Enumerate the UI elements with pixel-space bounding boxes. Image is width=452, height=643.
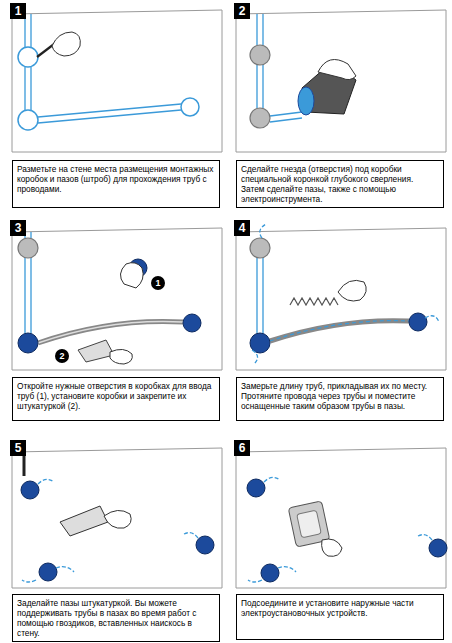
box-hole [250, 108, 270, 128]
trowel [78, 340, 114, 362]
mounting-box [261, 564, 279, 582]
caption-box: Откройте нужные отверстия в коробках для… [12, 377, 220, 421]
mounting-box [409, 313, 427, 331]
caption-box-text: Откройте нужные отверстия в коробках для… [17, 381, 215, 411]
mounting-box [183, 314, 201, 332]
mounting-box [18, 333, 38, 353]
wire [22, 479, 198, 582]
caption-box: Разметьте на стене места размещения монт… [12, 160, 220, 208]
wall-frame [12, 228, 222, 370]
hand [322, 539, 342, 556]
callout-number: 1 [151, 276, 165, 290]
tube [270, 321, 409, 341]
socket-face [297, 510, 322, 538]
callout-circle [151, 276, 165, 290]
caption-box-text: Сделайте гнезда (отверстия) под коробки … [241, 164, 439, 204]
step-number-text: 4 [234, 220, 250, 236]
step-number: 5 [10, 440, 26, 456]
step-number-text: 1 [10, 3, 26, 19]
step-number-text: 2 [234, 3, 250, 19]
groove [270, 112, 302, 122]
caption-box-text: Замерьте длину труб, прикладывая их по м… [241, 381, 439, 411]
mounting-box [39, 563, 57, 581]
box-mark [18, 47, 38, 67]
hand [104, 510, 131, 528]
hand [110, 349, 132, 364]
box-hole [18, 238, 38, 258]
caption-box-text: Разметьте на стене места размещения монт… [17, 164, 215, 194]
mounting-box [21, 481, 39, 499]
wall-frame [236, 448, 446, 588]
step-number: 1 [10, 3, 26, 19]
caption-box-text: Заделайте пазы штукатуркой. Вы можете по… [17, 598, 215, 638]
step-number-text: 3 [10, 220, 26, 236]
step-number: 4 [234, 220, 250, 236]
wall-frame [236, 228, 446, 370]
wire [248, 477, 432, 582]
hand [52, 32, 80, 56]
callout-number-text: 2 [55, 349, 69, 363]
box-mark [181, 98, 199, 116]
step-number: 2 [234, 3, 250, 19]
caption-box: Заделайте пазы штукатуркой. Вы можете по… [12, 594, 220, 642]
step-number-text: 6 [234, 440, 250, 456]
groove [257, 258, 263, 333]
hand [120, 263, 143, 288]
caption-box: Замерьте длину труб, прикладывая их по м… [236, 377, 444, 421]
tube-highlight [38, 321, 183, 343]
wall-frame [236, 10, 446, 152]
callout-number-text: 1 [151, 276, 165, 290]
step-number-text: 5 [10, 440, 26, 456]
box-hole [250, 238, 270, 258]
hand [318, 60, 356, 80]
wire [252, 224, 439, 364]
mounting-box [196, 536, 214, 554]
groove-mark [38, 104, 181, 123]
wire [270, 321, 409, 341]
box-hole [250, 45, 270, 65]
box-mark [18, 110, 38, 130]
caption-box: Подсоедините и установите наружные части… [236, 594, 444, 640]
step-number: 6 [234, 440, 250, 456]
hand [338, 280, 366, 301]
coiled-wire [290, 298, 338, 305]
mounting-box [247, 479, 265, 497]
wall-frame [12, 448, 222, 588]
wall-frame [12, 10, 222, 152]
callout-circle [55, 349, 69, 363]
caption-box: Сделайте гнезда (отверстия) под коробки … [236, 160, 444, 208]
caption-box-text: Подсоедините и установите наружные части… [241, 598, 439, 618]
mounting-box [429, 539, 447, 557]
trowel [60, 506, 108, 536]
callout-number: 2 [55, 349, 69, 363]
tube [38, 321, 183, 343]
step-number: 3 [10, 220, 26, 236]
cutting-disk [298, 87, 314, 115]
